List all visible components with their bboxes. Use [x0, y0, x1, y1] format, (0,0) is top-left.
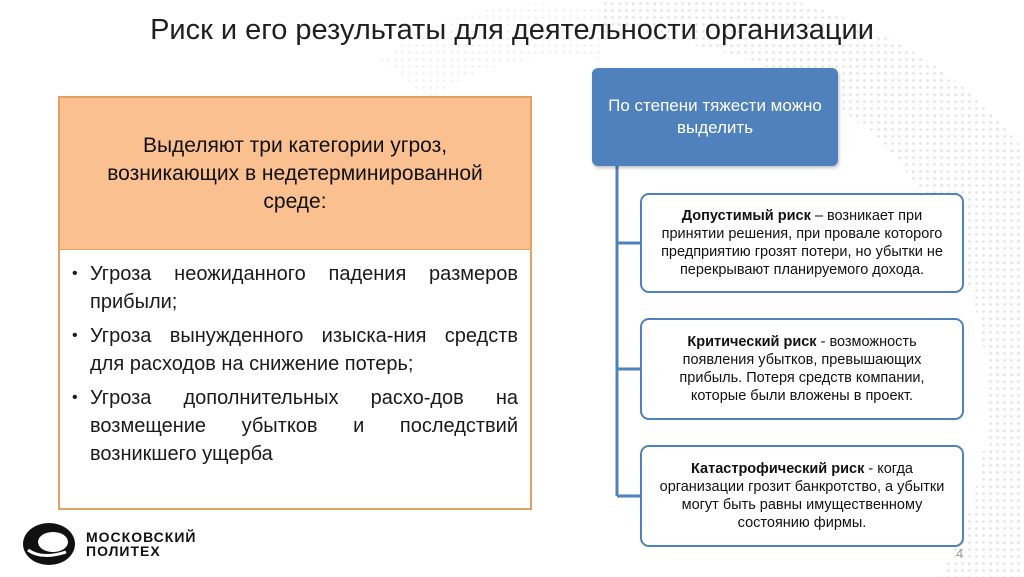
risk-description: - когда организации грозит банкротство, … — [659, 461, 945, 531]
list-item-text: Угроза неожиданного падения размеров при… — [90, 263, 518, 313]
risk-box-catastrophic: Катастрофический риск - когда организаци… — [640, 445, 964, 547]
list-item: • Угроза неожиданного падения размеров пр… — [72, 260, 518, 316]
politech-logo-icon — [23, 523, 75, 565]
bullet-icon: • — [72, 389, 78, 406]
page-title: Риск и его результаты для деятельности о… — [150, 14, 874, 46]
bullet-icon: • — [72, 265, 78, 282]
risk-box-acceptable: Допустимый риск – возникает при принятии… — [640, 193, 964, 293]
list-item: • Угроза вынужденного изыска-ния средств … — [72, 322, 518, 378]
threat-categories-header: Выделяют три категории угроз, возникающи… — [60, 98, 530, 250]
threat-list: • Угроза неожиданного падения размеров пр… — [60, 250, 530, 468]
risk-name: Критический риск — [687, 334, 817, 350]
risk-name: Допустимый риск — [681, 208, 811, 224]
risk-box-critical: Критический риск - возможность появления… — [640, 318, 964, 420]
list-item: • Угроза дополнительных расхо-дов на возм… — [72, 384, 518, 468]
bullet-icon: • — [72, 327, 78, 344]
risk-name: Катастрофический риск — [691, 461, 865, 477]
risk-description: - возможность появления убытков, превыша… — [679, 334, 925, 404]
list-item-text: Угроза вынужденного изыска-ния средств д… — [90, 325, 518, 375]
logo-text-line2: ПОЛИТЕХ — [86, 543, 161, 559]
page-number: 4 — [956, 546, 964, 561]
risk-description: – возникает при принятии решения, при пр… — [661, 208, 943, 278]
severity-header: По степени тяжести можно выделить — [592, 68, 838, 166]
logo: МОСКОВСКИЙ ПОЛИТЕХ — [22, 522, 196, 566]
list-item-text: Угроза дополнительных расхо-дов на возме… — [90, 387, 518, 465]
logo-text-line1: МОСКОВСКИЙ — [86, 529, 197, 545]
threat-categories-panel: Выделяют три категории угроз, возникающи… — [58, 96, 532, 510]
